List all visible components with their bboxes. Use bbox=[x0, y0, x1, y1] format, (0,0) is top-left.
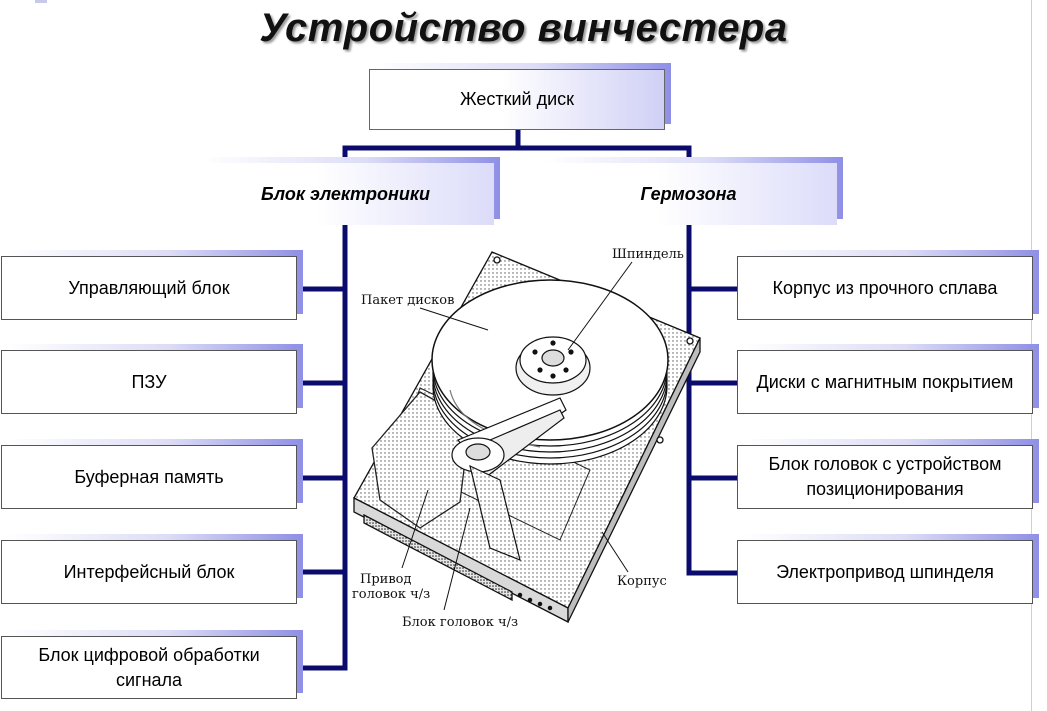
electronics-item-label: Управляющий блок bbox=[1, 256, 297, 320]
category-hermozone-label: Гермозона bbox=[540, 163, 837, 225]
hermozone-item-label: Блок головок с устройством позиционирова… bbox=[737, 445, 1033, 509]
pointer-case bbox=[601, 531, 629, 573]
electronics-item-rom: ПЗУ bbox=[1, 344, 303, 414]
pointer-disk-pack bbox=[419, 307, 489, 331]
electronics-item-buffer-memory: Буферная память bbox=[1, 439, 303, 509]
electronics-item-dsp-unit: Блок цифровой обработки сигнала bbox=[1, 630, 303, 699]
hermozone-item-label: Электропривод шпинделя bbox=[737, 540, 1033, 604]
hermozone-item-head-block: Блок головок с устройством позиционирова… bbox=[737, 439, 1039, 509]
label-head-block: Блок головок ч/з bbox=[402, 615, 518, 630]
hermozone-item-label: Корпус из прочного сплава bbox=[737, 256, 1033, 320]
label-head-drive-line2: головок ч/з bbox=[352, 587, 430, 602]
category-hermozone: Гермозона bbox=[540, 157, 843, 225]
hermozone-item-alloy-case: Корпус из прочного сплава bbox=[737, 250, 1039, 320]
spindle-hub bbox=[515, 336, 591, 396]
electronics-item-label: Блок цифровой обработки сигнала bbox=[1, 636, 297, 699]
label-spindle: Шпиндель bbox=[612, 247, 684, 262]
hermozone-item-magnetic-disks: Диски с магнитным покрытием bbox=[737, 344, 1039, 414]
electronics-item-control-unit: Управляющий блок bbox=[1, 250, 303, 320]
pointer-head-block bbox=[443, 507, 471, 611]
label-head-drive-line1: Привод bbox=[360, 572, 411, 587]
root-node: Жесткий диск bbox=[369, 63, 671, 130]
diagram-title: Устройство винчестера bbox=[259, 6, 788, 50]
electronics-item-label: ПЗУ bbox=[1, 350, 297, 414]
pointer-head-drive bbox=[401, 489, 429, 569]
hermozone-item-spindle-motor: Электропривод шпинделя bbox=[737, 534, 1039, 604]
pointer-spindle bbox=[567, 261, 633, 351]
electronics-item-interface-unit: Интерфейсный блок bbox=[1, 534, 303, 604]
label-case: Корпус bbox=[617, 574, 667, 589]
electronics-item-label: Буферная память bbox=[1, 445, 297, 509]
root-node-label: Жесткий диск bbox=[369, 69, 665, 130]
corner-mark bbox=[35, 0, 47, 3]
category-electronics-label: Блок электроники bbox=[197, 163, 494, 225]
hermozone-item-label: Диски с магнитным покрытием bbox=[737, 350, 1033, 414]
category-electronics: Блок электроники bbox=[197, 157, 500, 225]
label-disk-pack: Пакет дисков bbox=[361, 293, 454, 308]
head-arm bbox=[451, 397, 567, 561]
electronics-item-label: Интерфейсный блок bbox=[1, 540, 297, 604]
